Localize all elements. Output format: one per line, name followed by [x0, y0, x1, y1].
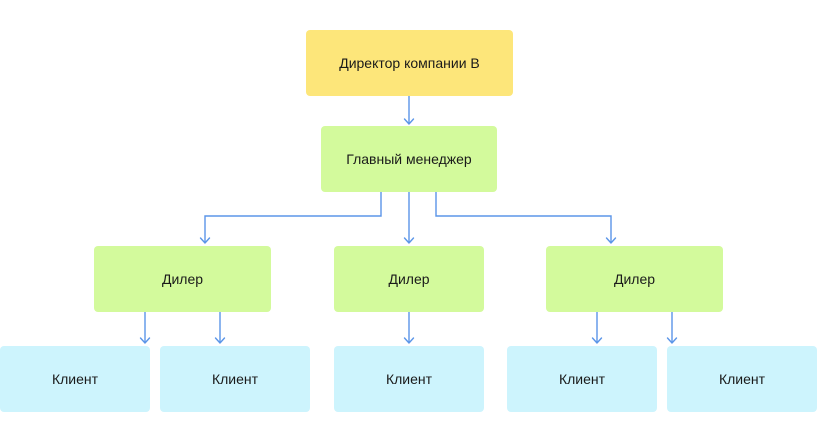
- node-director: Директор компании В: [306, 30, 513, 96]
- connector-manager-dealer-right: [435, 192, 617, 244]
- connector-dealer-left-client-1: [139, 312, 151, 344]
- node-client-2-label: Клиент: [211, 371, 259, 387]
- node-manager-label: Главный менеджер: [346, 151, 472, 167]
- node-client-5-label: Клиент: [718, 371, 766, 387]
- node-client-1-label: Клиент: [51, 371, 99, 387]
- node-client-3-label: Клиент: [385, 371, 433, 387]
- node-dealer-right: Дилер: [546, 246, 723, 312]
- node-dealer-left-label: Дилер: [161, 271, 204, 287]
- node-dealer-right-label: Дилер: [613, 271, 656, 287]
- node-dealer-left: Дилер: [94, 246, 271, 312]
- connector-dealer-right-client-4: [591, 312, 603, 344]
- node-client-4-label: Клиент: [558, 371, 606, 387]
- node-dealer-middle: Дилер: [334, 246, 484, 312]
- node-client-3: Клиент: [334, 346, 484, 412]
- node-director-label: Директор компании В: [339, 55, 480, 71]
- node-client-2: Клиент: [160, 346, 310, 412]
- node-client-4: Клиент: [507, 346, 657, 412]
- connector-manager-dealer-left: [199, 192, 382, 244]
- connector-dealer-right-client-5: [666, 312, 678, 344]
- node-manager: Главный менеджер: [321, 126, 497, 192]
- node-client-1: Клиент: [0, 346, 150, 412]
- node-client-5: Клиент: [667, 346, 817, 412]
- connector-manager-dealer-middle: [403, 192, 415, 244]
- connector-director-manager: [403, 96, 415, 125]
- connector-dealer-left-client-2: [214, 312, 226, 344]
- connector-dealer-middle-client-3: [403, 312, 415, 344]
- node-dealer-middle-label: Дилер: [388, 271, 430, 287]
